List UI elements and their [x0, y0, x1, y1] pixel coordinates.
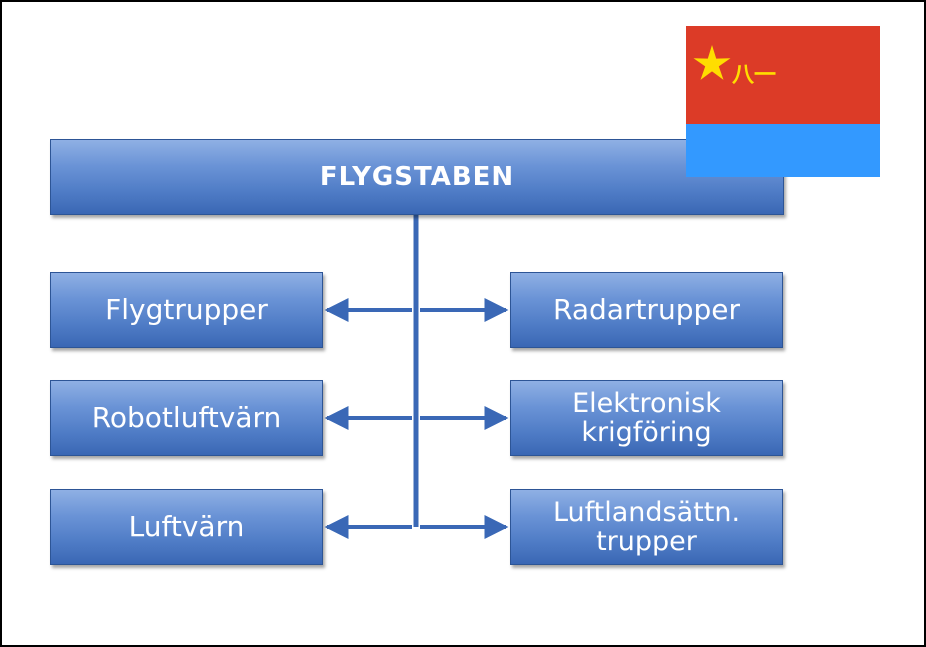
- flygstaben-box: FLYGSTABEN: [50, 139, 784, 215]
- radartrupper-box: Radartrupper: [510, 272, 783, 348]
- luftlandsattn-label-line1: Luftlandsättn.: [552, 496, 741, 528]
- elektronisk-label-line2: krigföring: [581, 417, 712, 448]
- elektronisk-label-line1: Elektronisk: [572, 387, 721, 419]
- star-icon: [693, 45, 731, 80]
- luftvarn-box: Luftvärn: [50, 489, 323, 565]
- luftlandsattn-trupper-box: Luftlandsättn. trupper: [510, 489, 783, 565]
- luftlandsattn-label-line2: trupper: [596, 526, 697, 557]
- luftvarn-label: Luftvärn: [128, 509, 245, 543]
- robotluftvarn-box: Robotluftvärn: [50, 380, 323, 456]
- flygstaben-label: FLYGSTABEN: [319, 161, 515, 192]
- air-force-flag: 八一: [686, 26, 880, 177]
- robotluftvarn-label: Robotluftvärn: [91, 400, 282, 434]
- flag-red-band: [686, 26, 880, 124]
- flygtrupper-label: Flygtrupper: [105, 292, 268, 326]
- flag-blue-band: [686, 124, 880, 177]
- radartrupper-label: Radartrupper: [553, 292, 740, 326]
- flag-emblem-text: 八一: [732, 63, 776, 88]
- elektronisk-krigforing-box: Elektronisk krigföring: [510, 380, 783, 456]
- flygtrupper-box: Flygtrupper: [50, 272, 323, 348]
